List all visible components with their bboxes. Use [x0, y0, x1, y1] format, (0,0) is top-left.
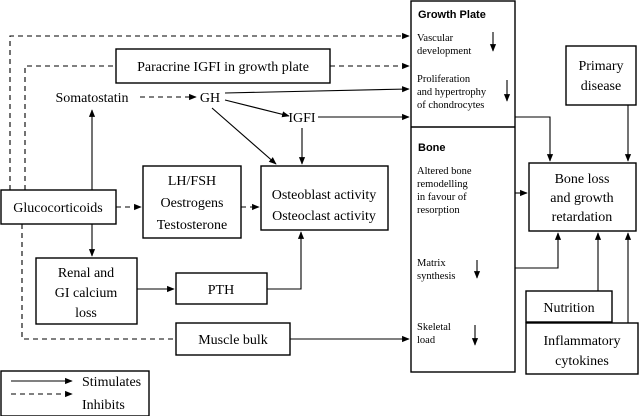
legend-box [0, 370, 150, 416]
legend-stimulates-label: Stimulates [82, 375, 141, 390]
renal-line-3: loss [75, 306, 97, 321]
osteo-box [260, 165, 389, 231]
nutrition-label: Nutrition [543, 301, 594, 316]
glucocorticoids-label: Glucocorticoids [13, 201, 102, 216]
inhibit-gluco-vascular [9, 32, 410, 190]
inflammatory-line-1: Inflammatory [544, 334, 621, 349]
gh-label: GH [200, 91, 220, 106]
inhibit-gluco-muscle [21, 224, 176, 340]
bone-loss-box [528, 162, 637, 232]
inhibit-gluco-paracrine-left [24, 65, 116, 190]
inflammatory-line-2: cytokines [555, 354, 609, 369]
skeletal-line-1: Skeletal [417, 322, 451, 333]
bone-loss-line-1: Bone loss [555, 172, 610, 187]
altered-line-2: remodelling [417, 179, 468, 190]
proliferation-line-3: of chondrocytes [417, 100, 484, 111]
matrix-line-1: Matrix [417, 258, 446, 269]
hormones-box [142, 165, 242, 239]
primary-line-2: disease [581, 79, 621, 94]
vascular-line-2: development [417, 46, 471, 57]
primary-disease-box [565, 45, 637, 106]
vascular-line-1: Vascular [417, 33, 454, 44]
skeletal-line-2: load [417, 335, 436, 346]
lh-fsh-label: LH/FSH [168, 174, 216, 189]
primary-line-1: Primary [578, 59, 623, 74]
stim-gh-osteo [211, 107, 277, 165]
altered-line-1: Altered bone [417, 166, 472, 177]
oestrogens-label: Oestrogens [161, 196, 224, 211]
matrix-line-2: synthesis [417, 271, 456, 282]
stim-gh-igfi [224, 99, 290, 118]
stim-pth-osteo [267, 231, 305, 290]
growth-plate-bone-panel [410, 0, 516, 373]
stim-matrix-bone-loss [515, 232, 562, 269]
proliferation-line-2: and hypertrophy [417, 87, 487, 98]
altered-line-3: in favour of [417, 192, 467, 203]
inflammatory-box [525, 322, 639, 375]
osteoclast-label: Osteoclast activity [272, 209, 376, 224]
stim-growth-plate-bone-loss [515, 116, 554, 162]
stim-gh-proliferation [224, 86, 410, 94]
pth-label: PTH [208, 283, 234, 298]
renal-box [35, 257, 138, 325]
bone-loss-line-2: and growth [550, 191, 613, 206]
testosterone-label: Testosterone [157, 218, 228, 233]
paracrine-label: Paracrine IGFI in growth plate [137, 60, 309, 75]
somatostatin-label: Somatostatin [55, 91, 128, 106]
proliferation-line-1: Proliferation [417, 74, 471, 85]
legend-inhibits-label: Inhibits [82, 398, 125, 413]
igfi-label: IGFI [288, 111, 316, 126]
bone-loss-line-3: retardation [552, 210, 613, 225]
osteoblast-label: Osteoblast activity [272, 188, 377, 203]
nutrition-box [525, 290, 613, 323]
growth-plate-title: Growth Plate [418, 9, 486, 21]
renal-line-1: Renal and [58, 266, 114, 281]
altered-line-4: resorption [417, 205, 460, 216]
muscle-label: Muscle bulk [198, 333, 268, 348]
renal-line-2: GI calcium [55, 286, 118, 301]
bone-title: Bone [418, 142, 446, 154]
